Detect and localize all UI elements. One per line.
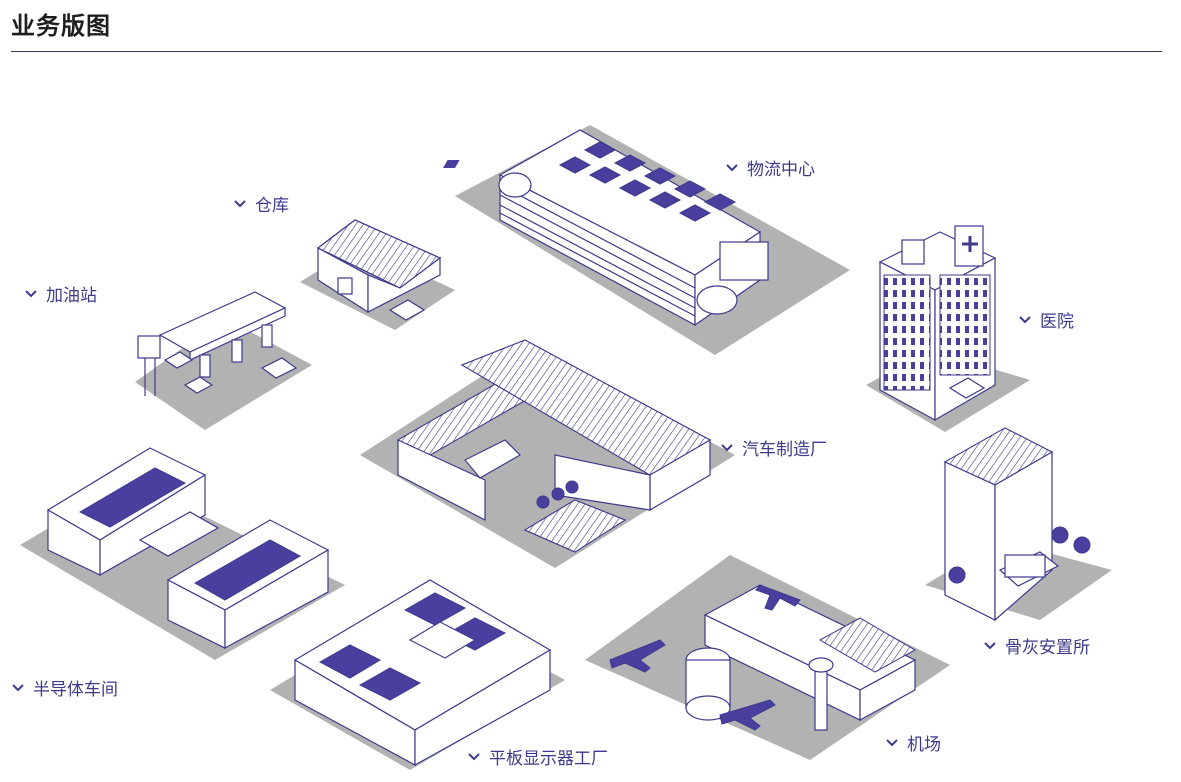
funeral-home-illustration[interactable] (925, 427, 1112, 622)
label-text-semiconductor: 半导体车间 (33, 680, 118, 700)
chevron-down-icon (984, 641, 996, 649)
hospital-illustration[interactable] (866, 225, 1030, 432)
chevron-down-icon (12, 683, 24, 691)
chevron-down-icon (726, 163, 738, 171)
chevron-down-icon (886, 738, 898, 746)
chevron-down-icon (721, 443, 733, 451)
label-logistics-center[interactable]: 物流中心 (725, 155, 815, 180)
warehouse-illustration[interactable] (300, 219, 455, 330)
chevron-down-icon (1019, 315, 1031, 323)
page-title: 业务版图 (11, 12, 111, 40)
label-text-logistics-center: 物流中心 (747, 160, 815, 180)
label-text-funeral-home: 骨灰安置所 (1005, 638, 1090, 658)
airport-illustration[interactable] (585, 555, 950, 760)
gas-station-illustration[interactable] (135, 291, 312, 430)
title-divider (11, 51, 1162, 52)
label-warehouse[interactable]: 仓库 (233, 191, 289, 216)
chevron-down-icon (234, 199, 246, 207)
label-auto-factory[interactable]: 汽车制造厂 (720, 435, 827, 460)
label-text-airport: 机场 (907, 735, 941, 755)
label-panel-factory[interactable]: 平板显示器工厂 (467, 744, 608, 769)
label-airport[interactable]: 机场 (885, 730, 941, 755)
chevron-down-icon (468, 752, 480, 760)
logistics-center-illustration[interactable] (443, 125, 850, 355)
semiconductor-plant-illustration[interactable] (20, 447, 345, 660)
label-gas-station[interactable]: 加油站 (24, 281, 97, 306)
label-funeral-home[interactable]: 骨灰安置所 (983, 633, 1090, 658)
auto-factory-illustration[interactable] (360, 339, 735, 568)
panel-factory-illustration[interactable] (270, 579, 565, 770)
label-text-panel-factory: 平板显示器工厂 (489, 749, 608, 769)
label-text-warehouse: 仓库 (255, 196, 289, 216)
label-hospital[interactable]: 医院 (1018, 307, 1074, 332)
label-semiconductor[interactable]: 半导体车间 (11, 675, 118, 700)
label-text-gas-station: 加油站 (46, 286, 97, 306)
label-text-auto-factory: 汽车制造厂 (742, 440, 827, 460)
label-text-hospital: 医院 (1040, 312, 1074, 332)
chevron-down-icon (25, 289, 37, 297)
